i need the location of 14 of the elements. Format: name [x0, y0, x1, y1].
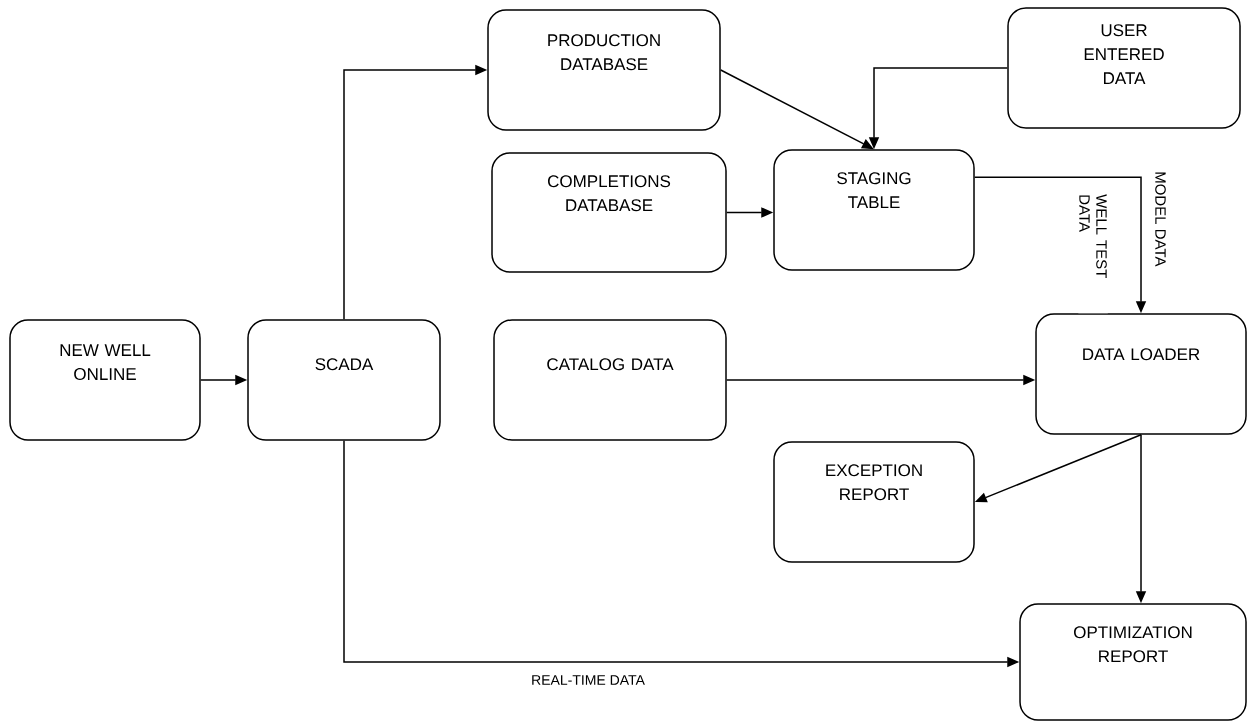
process-box: EXCEPTION REPORT	[773, 441, 975, 563]
process-box: OPTIMIZATION REPORT	[1019, 603, 1247, 721]
process-box: PRODUCTION DATABASE	[487, 9, 721, 131]
edge-label: REAL-TIME DATA	[530, 674, 646, 686]
arrow	[720, 69, 874, 150]
process-box: NEW WELL ONLINE	[9, 319, 201, 441]
edge-label: MODEL DATA	[1154, 170, 1167, 268]
process-box: CATALOG DATA	[493, 319, 727, 441]
process-box: SCADA	[247, 319, 441, 441]
process-box: DATA LOADER	[1035, 313, 1247, 435]
data-label: WELL TEST DATA	[1078, 193, 1108, 314]
process-box: COMPLETIONS DATABASE	[491, 152, 727, 273]
process-box: STAGING TABLE	[773, 149, 975, 271]
process-box: USER ENTERED DATA	[1007, 7, 1241, 129]
